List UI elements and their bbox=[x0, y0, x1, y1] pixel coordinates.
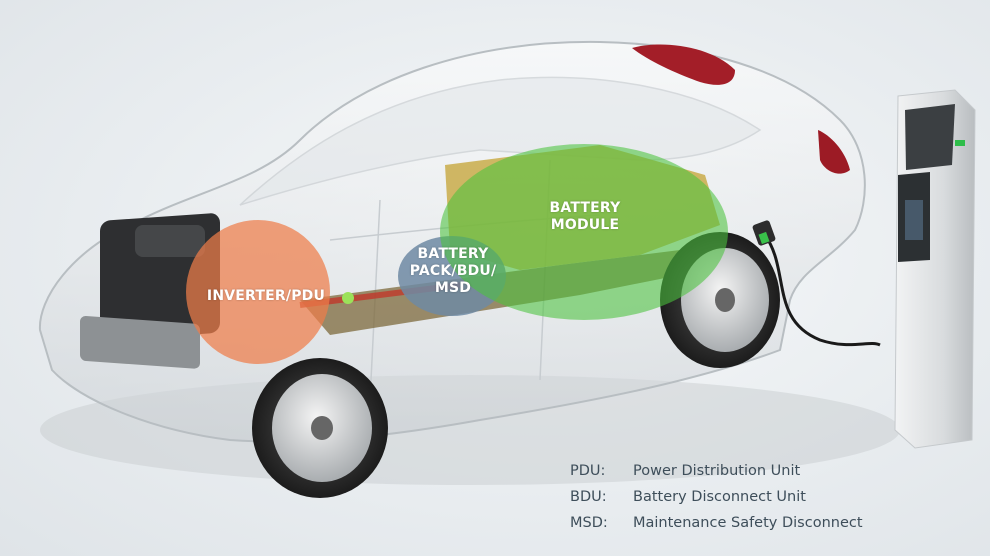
legend-definition: Battery Disconnect Unit bbox=[633, 489, 806, 505]
battery-module-highlight bbox=[440, 144, 728, 320]
legend-abbr: PDU: bbox=[570, 463, 606, 479]
front-wheel bbox=[252, 358, 388, 498]
battery-module-label: BATTERY MODULE bbox=[549, 200, 621, 233]
window-outline bbox=[239, 76, 762, 206]
connector bbox=[342, 292, 354, 304]
legend-row-bdu: BDU: Battery Disconnect Unit bbox=[570, 484, 863, 510]
motor-base bbox=[80, 315, 200, 369]
legend-row-pdu: PDU: Power Distribution Unit bbox=[570, 458, 863, 484]
inverter-highlight bbox=[186, 220, 330, 364]
battery-pack-label: BATTERY PACK/BDU/ MSD bbox=[409, 246, 497, 296]
charging-cable bbox=[763, 234, 881, 347]
inverter-pdu-label: INVERTER/PDU bbox=[206, 288, 326, 304]
legend-abbr: MSD: bbox=[570, 515, 608, 531]
rear-light bbox=[632, 44, 735, 85]
legend-abbr: BDU: bbox=[570, 489, 607, 505]
motor-top bbox=[135, 225, 205, 257]
side-light bbox=[818, 130, 850, 174]
charging-station bbox=[894, 89, 976, 449]
legend-definition: Maintenance Safety Disconnect bbox=[633, 515, 863, 531]
legend-definition: Power Distribution Unit bbox=[633, 463, 801, 479]
legend-row-msd: MSD: Maintenance Safety Disconnect bbox=[570, 510, 863, 536]
abbreviation-legend: PDU: Power Distribution Unit BDU: Batter… bbox=[570, 458, 863, 536]
plug-led bbox=[758, 231, 770, 245]
